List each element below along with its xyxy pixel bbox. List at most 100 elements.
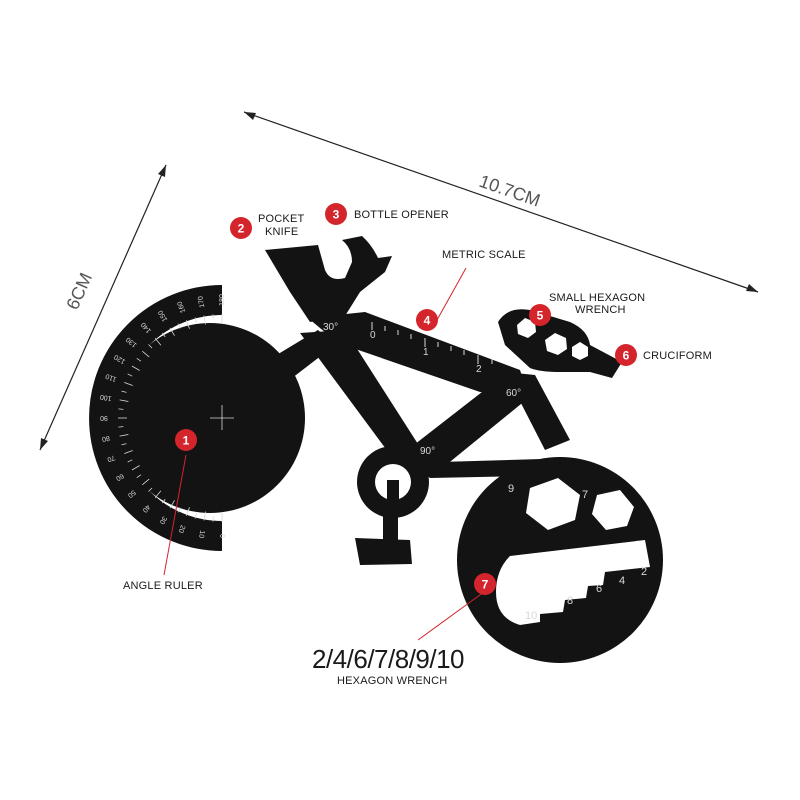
callout-7-sizes: 2/4/6/7/8/9/10 — [312, 644, 464, 674]
protractor-label-0: 0 — [218, 534, 225, 538]
size-9: 9 — [508, 483, 514, 495]
protractor-label-120: 120 — [113, 353, 127, 365]
callout-2-label-line1: POCKET — [258, 213, 305, 225]
metric-scale-ticks — [371, 322, 493, 364]
badge-5 — [529, 304, 551, 326]
protractor-tick — [186, 320, 190, 329]
protractor-label-30: 30 — [158, 515, 168, 525]
callout-3: 3 BOTTLE OPENER — [325, 203, 449, 225]
callout-2: 2 POCKET KNIFE — [230, 213, 305, 239]
svg-text:7: 7 — [482, 578, 489, 592]
size-8: 8 — [567, 595, 573, 607]
svg-text:6: 6 — [623, 349, 630, 363]
size-6: 6 — [596, 583, 602, 595]
hex-hole-7 — [592, 490, 634, 530]
protractor-tick — [212, 314, 214, 320]
protractor-label-100: 100 — [99, 393, 112, 402]
protractor-tick — [118, 426, 124, 428]
protractor-label-150: 150 — [157, 309, 169, 323]
protractor-label-80: 80 — [101, 434, 110, 442]
protractor-tick — [136, 474, 142, 479]
callout-1-label: ANGLE RULER — [123, 580, 203, 592]
protractor-label-20: 20 — [177, 524, 186, 534]
seat-bottle-opener — [265, 236, 392, 322]
protractor-label-70: 70 — [106, 453, 116, 462]
protractor-tick — [124, 450, 133, 454]
size-2: 2 — [641, 566, 647, 578]
protractor-label-40: 40 — [141, 503, 151, 514]
callout-6-label: CRUCIFORM — [643, 350, 712, 362]
protractor-degree-labels: 0102030405060708090100110120130140150160… — [99, 294, 225, 539]
protractor-tick — [124, 382, 133, 386]
callout-1: 1 ANGLE RULER — [123, 429, 203, 592]
protractor-tick — [161, 498, 166, 504]
protractor-label-110: 110 — [105, 372, 118, 382]
scale-0: 0 — [370, 330, 376, 341]
protractor-tick — [131, 465, 140, 471]
angle-30: 30° — [323, 322, 338, 333]
protractor-label-160: 160 — [177, 300, 188, 313]
badge-7 — [474, 573, 496, 595]
small-hex-hole-3 — [572, 342, 588, 360]
protractor-tick — [186, 507, 190, 516]
protractor-tick — [136, 357, 142, 362]
down-tube — [410, 378, 532, 470]
small-hex-hole-2 — [545, 333, 567, 355]
protractor-label-60: 60 — [114, 472, 124, 482]
badge-1 — [175, 429, 197, 451]
front-fork — [505, 372, 570, 450]
protractor-tick — [194, 513, 197, 519]
scale-1: 1 — [423, 347, 429, 358]
angle-90: 90° — [420, 446, 435, 457]
svg-text:3: 3 — [333, 208, 340, 222]
size-4: 4 — [619, 575, 625, 587]
badge-4 — [416, 309, 438, 331]
protractor-tick — [169, 500, 175, 509]
pedal — [355, 538, 412, 565]
callout-3-label: BOTTLE OPENER — [354, 209, 449, 221]
protractor-tick — [142, 478, 150, 486]
callout-5-label-line2: WRENCH — [575, 304, 626, 316]
protractor-tick — [119, 399, 129, 402]
svg-text:5: 5 — [537, 309, 544, 323]
protractor-label-90: 90 — [100, 414, 108, 421]
protractor-tick — [118, 408, 124, 410]
stepped-hex-wrench-slot — [496, 540, 650, 625]
badge-6 — [615, 344, 637, 366]
scale-2: 2 — [476, 364, 482, 375]
protractor-tick — [177, 507, 181, 513]
small-hex-hole-1 — [517, 318, 536, 338]
seat-tube — [300, 330, 425, 468]
callout-4: 4 METRIC SCALE — [416, 249, 526, 331]
svg-text:4: 4 — [424, 314, 431, 328]
callout-5: 5 SMALL HEXAGON WRENCH — [529, 292, 645, 326]
protractor-tick — [177, 323, 181, 329]
protractor-tick — [169, 327, 175, 336]
height-label: 6CM — [62, 270, 96, 313]
protractor-tick — [121, 390, 127, 393]
protractor-tick — [127, 459, 133, 463]
protractor-label-170: 170 — [197, 295, 206, 308]
protractor-tick — [148, 487, 153, 492]
etched-markings: 30° 60° 90° 0 1 2 9 7 2 4 6 8 10 0102030… — [99, 294, 647, 622]
protractor-tick — [203, 511, 206, 521]
protractor-tick — [154, 490, 162, 498]
svg-text:1: 1 — [183, 434, 190, 448]
protractor-tick — [212, 516, 214, 522]
badge-2 — [230, 217, 252, 239]
protractor-tick — [154, 338, 162, 346]
callout-2-label-line2: KNIFE — [265, 226, 298, 238]
callout-4-label: METRIC SCALE — [442, 249, 526, 261]
callout-7-label: HEXAGON WRENCH — [337, 675, 447, 687]
protractor-tick — [148, 344, 153, 349]
protractor-tick — [194, 317, 197, 323]
protractor-ring — [89, 285, 223, 551]
seat-stay — [255, 330, 335, 395]
protractor-label-50: 50 — [126, 488, 137, 498]
callout-5-label-line1: SMALL HEXAGON — [549, 292, 645, 304]
protractor-tick — [161, 332, 166, 338]
protractor-tick — [119, 434, 129, 437]
size-7: 7 — [582, 489, 588, 501]
protractor-tick — [142, 350, 150, 358]
